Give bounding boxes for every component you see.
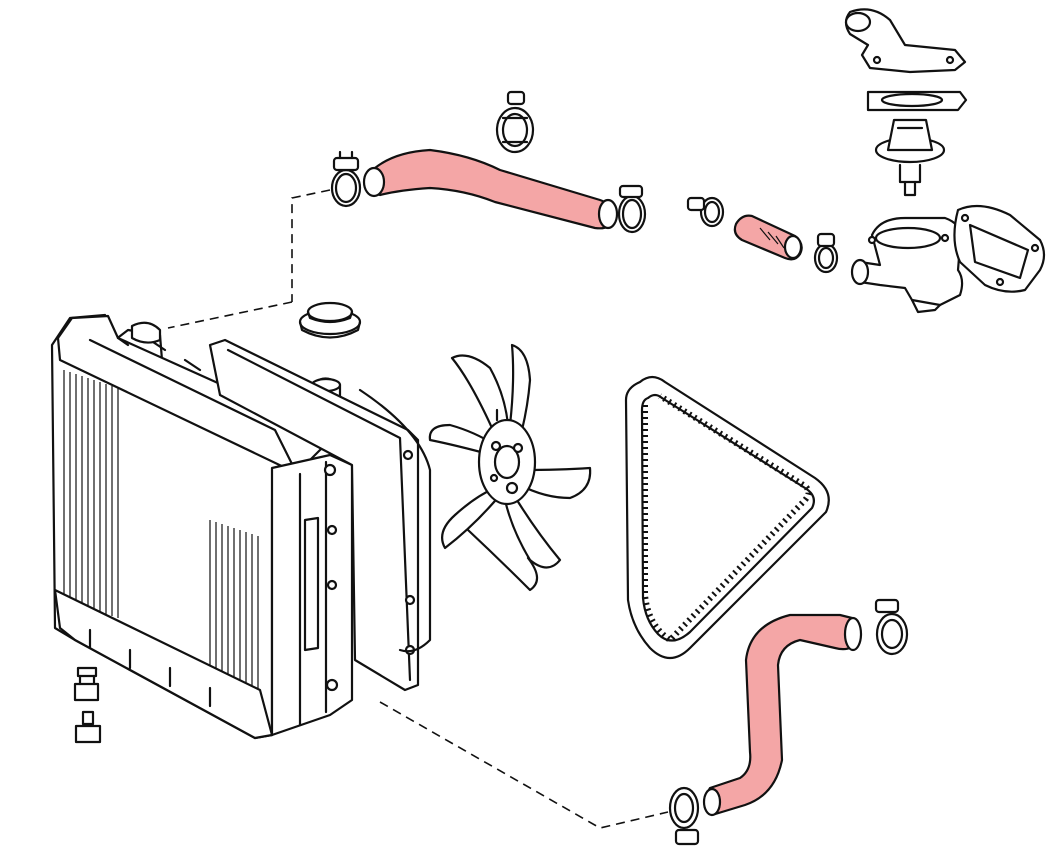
upper-hose-clamp-right	[617, 184, 647, 234]
cooling-fan	[428, 343, 592, 592]
upper-radiator-hose	[362, 148, 619, 230]
radiator-cap	[298, 301, 362, 339]
drain-plugs	[73, 666, 102, 744]
thermostat-gasket-upper	[866, 90, 968, 112]
bypass-hose-clamp-right	[813, 232, 839, 274]
bypass-hose-clamp-left	[686, 196, 725, 228]
upper-hose-body	[363, 148, 614, 230]
thermostat-housing-gasket	[953, 204, 1046, 293]
bypass-hose	[733, 214, 803, 261]
lower-hose-clamp-top	[874, 598, 909, 656]
fan-shroud	[208, 338, 432, 692]
radiator-core-fins	[63, 370, 259, 732]
drain-plug-upper	[73, 666, 100, 702]
fan-belt	[624, 375, 830, 660]
water-outlet-housing	[844, 8, 967, 74]
thermostat	[874, 118, 946, 197]
lower-radiator-hose	[702, 613, 863, 817]
drain-plug-lower	[74, 710, 102, 744]
hose-clamps	[330, 90, 909, 846]
lower-hose-clamp-bottom	[668, 786, 700, 846]
radiator	[50, 313, 354, 740]
assembly-leader-lines	[167, 189, 669, 829]
thermostat-housing	[850, 216, 964, 314]
upper-hose-clamp-left	[330, 150, 362, 208]
spare-hose-clamp	[495, 90, 535, 154]
